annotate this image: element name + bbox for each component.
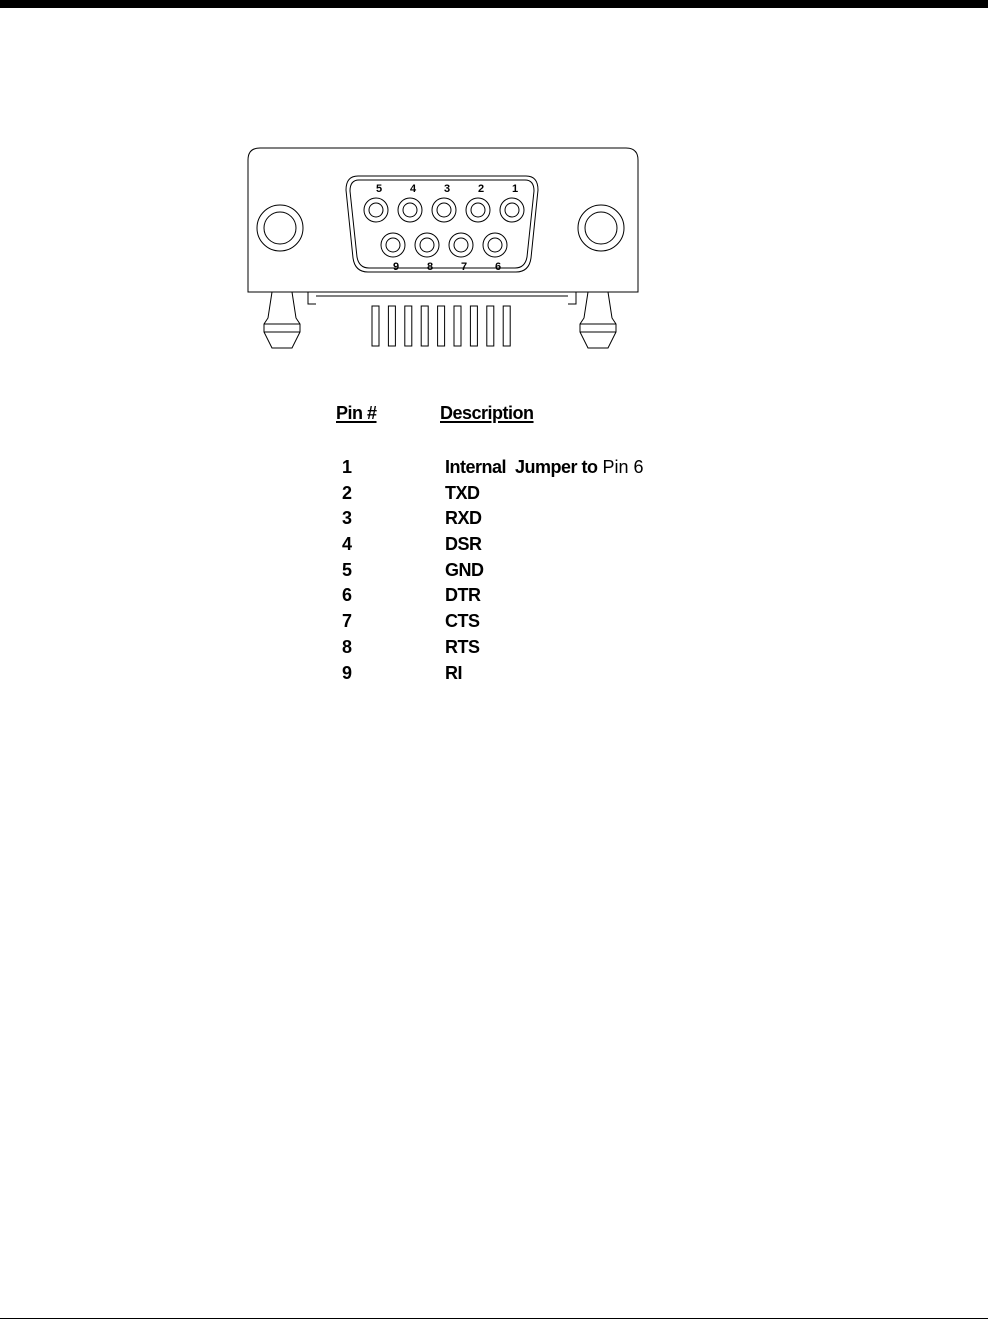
- pin-row: 3 RXD: [336, 508, 736, 534]
- pin-row: 1 Internal Jumper to Pin 6: [336, 457, 736, 483]
- pin-label: 7: [461, 261, 467, 273]
- pin-row: 8 RTS: [336, 637, 736, 663]
- solder-tail: [503, 306, 510, 346]
- pin-socket-inner: [471, 203, 485, 217]
- pin-socket-inner: [505, 203, 519, 217]
- pin-number: 6: [342, 585, 352, 606]
- pin-number: 5: [342, 560, 352, 581]
- pin-number: 3: [342, 508, 352, 529]
- pin-number: 9: [342, 663, 352, 684]
- pin-label: 8: [427, 261, 433, 273]
- pin-label: 3: [444, 183, 450, 195]
- right-foot: [580, 292, 616, 348]
- pin-description: DTR: [445, 585, 481, 606]
- pin-rows: 1 Internal Jumper to Pin 6 2 TXD 3 RXD 4 DSR 5 GN…: [336, 457, 736, 688]
- header-pin: Pin #: [336, 403, 383, 424]
- pin-row: 9 RI: [336, 663, 736, 689]
- pin-description: RTS: [445, 637, 480, 658]
- solder-tail: [470, 306, 477, 346]
- pin-number: 2: [342, 483, 352, 504]
- pin-socket: [466, 198, 490, 222]
- solder-tail: [405, 306, 412, 346]
- pin-number: 8: [342, 637, 352, 658]
- pin-socket-inner: [454, 238, 468, 252]
- pin-row: 7 CTS: [336, 611, 736, 637]
- db9-connector-diagram: 5 4 3 2 1 9 8 7 6: [246, 146, 640, 356]
- pin-row: 5 GND: [336, 560, 736, 586]
- pin-description: CTS: [445, 611, 480, 632]
- left-foot: [264, 292, 300, 348]
- solder-tail: [388, 306, 395, 346]
- pin-description-text: RI: [445, 663, 462, 683]
- pin-row: 6 DTR: [336, 585, 736, 611]
- pin-description: RXD: [445, 508, 482, 529]
- pin-socket-inner: [420, 238, 434, 252]
- pin-socket: [483, 233, 507, 257]
- pin-description-text: CTS: [445, 611, 480, 631]
- pin-label: 5: [376, 183, 382, 195]
- bottom-rule: [0, 1318, 988, 1319]
- header-description: Description: [440, 403, 534, 424]
- pin-table-header: Pin # Description: [336, 403, 736, 427]
- pin-number: 4: [342, 534, 352, 555]
- pin-label: 6: [495, 261, 501, 273]
- pin-socket: [449, 233, 473, 257]
- pin-socket: [415, 233, 439, 257]
- pin-socket: [500, 198, 524, 222]
- solder-tail: [454, 306, 461, 346]
- d-shell-outer: [346, 176, 538, 272]
- pin-row: 2 TXD: [336, 483, 736, 509]
- pin-label: 1: [512, 183, 518, 195]
- pin-label: 2: [478, 183, 484, 195]
- pin-row: 4 DSR: [336, 534, 736, 560]
- pin-socket-inner: [386, 238, 400, 252]
- pin-socket-inner: [403, 203, 417, 217]
- pin-socket-inner: [437, 203, 451, 217]
- solder-tail: [372, 306, 379, 346]
- pin-label: 9: [393, 261, 399, 273]
- pin-description: GND: [445, 560, 484, 581]
- pin-description-text: DSR: [445, 534, 482, 554]
- top-rule: [0, 0, 988, 8]
- pin-socket: [398, 198, 422, 222]
- pin-description-text: DTR: [445, 585, 481, 605]
- solder-tail: [421, 306, 428, 346]
- pin-socket: [381, 233, 405, 257]
- pin-description-text: TXD: [445, 483, 480, 503]
- pin-description-extra: Pin 6: [598, 457, 644, 477]
- right-mounting-hole-inner: [585, 212, 617, 244]
- pin-number: 7: [342, 611, 352, 632]
- pin-label: 4: [410, 183, 417, 195]
- solder-tail: [438, 306, 445, 346]
- pin-description-text: GND: [445, 560, 484, 580]
- pin-description-text: RXD: [445, 508, 482, 528]
- pin-description: DSR: [445, 534, 482, 555]
- pin-description-text: RTS: [445, 637, 480, 657]
- pin-socket-inner: [488, 238, 502, 252]
- solder-tail: [487, 306, 494, 346]
- pin-socket-inner: [369, 203, 383, 217]
- left-mounting-hole-inner: [264, 212, 296, 244]
- pin-socket: [432, 198, 456, 222]
- pin-description-text: Internal Jumper to: [445, 457, 598, 477]
- pin-socket: [364, 198, 388, 222]
- pin-description: Internal Jumper to Pin 6: [445, 457, 644, 478]
- pin-description: TXD: [445, 483, 480, 504]
- pin-number: 1: [342, 457, 352, 478]
- pin-description: RI: [445, 663, 462, 684]
